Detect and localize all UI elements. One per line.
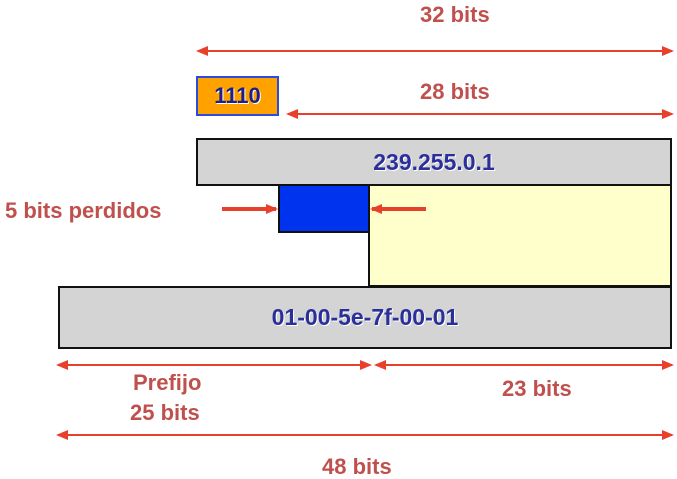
label-48-bits: 48 bits	[322, 454, 392, 479]
label-lost-bits: 5 bits perdidos	[5, 198, 162, 223]
lost-bits-block	[278, 184, 370, 233]
label-prefijo: Prefijo	[133, 370, 202, 395]
class-d-prefix-text: 1110	[214, 83, 261, 108]
label-28-bits: 28 bits	[420, 79, 490, 104]
mapped-bits-region	[368, 184, 672, 287]
ip-address-text: 239.255.0.1	[373, 148, 495, 175]
label-prefijo-25-bits: 25 bits	[130, 400, 200, 425]
label-32-bits: 32 bits	[420, 2, 490, 27]
mac-address-text: 01-00-5e-7f-00-01	[271, 304, 459, 330]
label-23-bits: 23 bits	[502, 376, 572, 401]
mac-address-box: 01-00-5e-7f-00-01	[58, 286, 672, 349]
class-d-prefix-box: 1110	[196, 76, 279, 116]
